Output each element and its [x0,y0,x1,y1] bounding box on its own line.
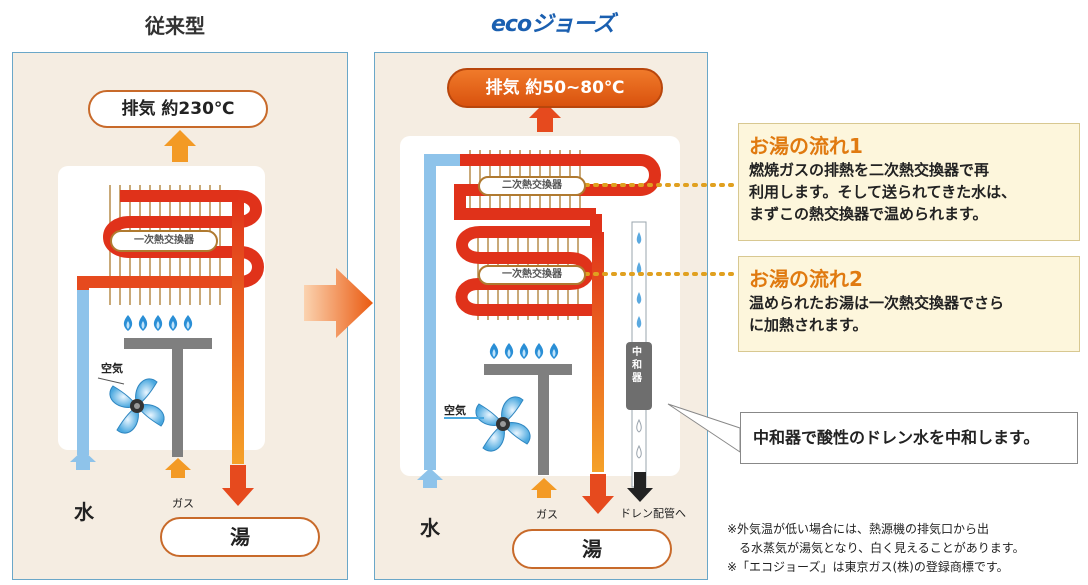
drain-drops [636,232,642,328]
flow2-line-2: に加熱されます。 [749,316,868,334]
neutralizer-label: 中和器 [632,347,642,384]
left-cold-pipe [77,290,89,455]
left-coil [103,190,264,288]
right-gas-pipe [538,375,549,475]
footnotes: ※外気温が低い場合には、熱源機の排気口から出 る水蒸気が湯気となり、白く見えるこ… [727,520,1025,577]
right-flames [489,343,559,359]
left-exhaust-label: 排気 約230℃ [88,90,268,128]
right-exhaust-label: 排気 約50~80℃ [447,68,663,108]
right-exhaust-arrow [529,102,561,132]
right-fan [472,393,534,455]
left-gas-label: ガス [172,497,194,510]
flow1-box: お湯の流れ1 燃焼ガスの排熱を二次熱交換器で再 利用します。そして送られてきた水… [738,123,1080,241]
flow1-title: お湯の流れ1 [749,134,863,158]
left-fan [106,375,168,437]
left-water-label: 水 [74,500,94,524]
right-gas-label: ガス [536,508,558,521]
left-hot-arrow [222,465,254,506]
neutralizer-box [626,342,652,410]
right-hot-arrow [582,474,614,514]
flow1-line-2: 利用します。そして送られてきた水は、 [749,183,1017,201]
left-hotwater-label: 湯 [160,517,320,557]
flow1-line-3: まずこの熱交換器で温められます。 [749,205,988,223]
right-hot-pipe [592,232,604,472]
left-exhaust-arrow [164,130,196,162]
left-gas-pipe [172,349,183,457]
left-flames [123,315,193,331]
right-hx1-label: 一次熱交換器 [478,265,586,285]
drain-arrow [627,472,653,502]
right-air-label: 空気 [444,404,466,417]
left-title: 従来型 [145,14,205,38]
ecojozu-logo: ecoジョーズ [491,12,615,37]
right-water-label: 水 [420,516,440,540]
flow2-line-1: 温められたお湯は一次熱交換器でさら [749,294,1005,312]
right-hotwater-label: 湯 [512,529,672,569]
note-line-2: る水蒸気が湯気となり、白く見えることがあります。 [739,541,1025,555]
left-hx1-label: 一次熱交換器 [110,230,218,252]
note-line-1: ※外気温が低い場合には、熱源機の排気口から出 [727,522,990,536]
right-hx1-coil [455,214,602,316]
right-burner [484,364,572,375]
drain-label: ドレン配管へ [620,507,686,520]
flow1-line-1: 燃焼ガスの排熱を二次熱交換器で再 [749,161,990,179]
flow2-title: お湯の流れ2 [749,267,863,291]
left-air-label: 空気 [101,362,123,375]
left-burner [124,338,212,349]
neutralizer-callout: 中和器で酸性のドレン水を中和します。 [740,412,1078,464]
transition-arrow [304,268,373,338]
left-hot-pipe [232,196,244,464]
note-line-3: ※「エコジョーズ」は東京ガス(株)の登録商標です。 [727,560,1009,574]
right-hx2-label: 二次熱交換器 [478,176,586,196]
right-cold-pipe [424,154,460,470]
flow2-box: お湯の流れ2 温められたお湯は一次熱交換器でさら に加熱されます。 [738,256,1080,352]
